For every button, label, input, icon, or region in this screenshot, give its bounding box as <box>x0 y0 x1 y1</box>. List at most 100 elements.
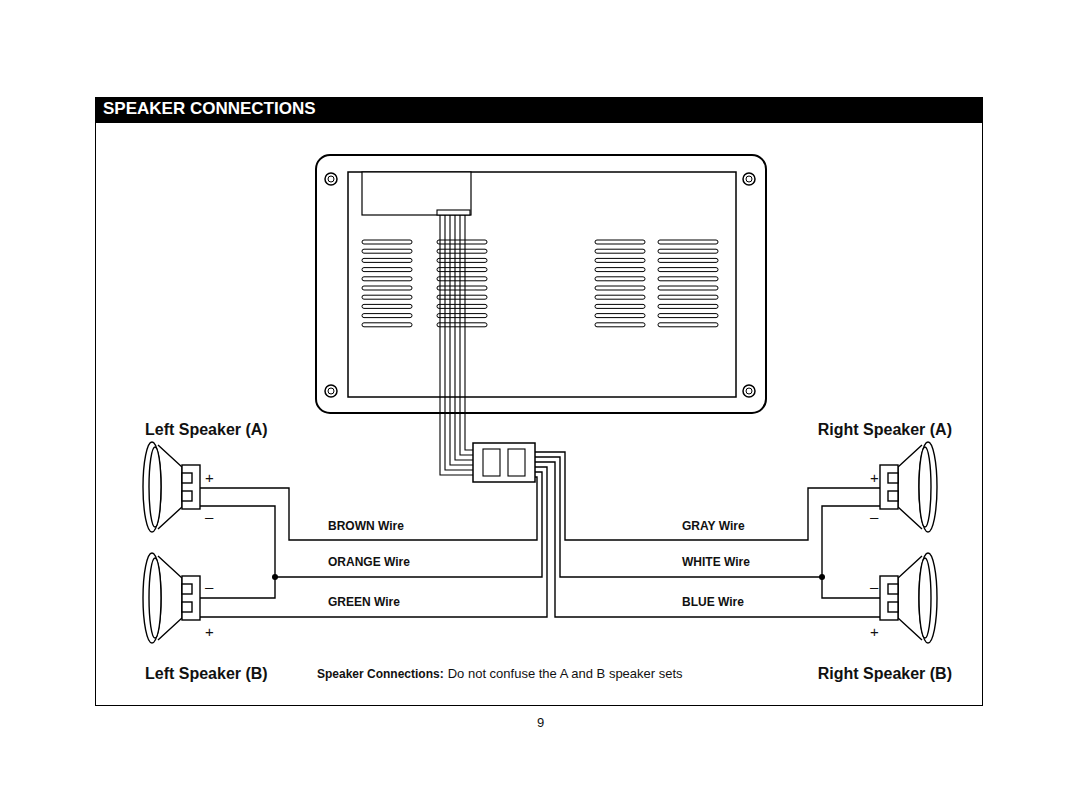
speaker-label: Left Speaker (B) <box>145 665 268 683</box>
speaker-cone <box>919 447 931 527</box>
note-text: Do not confuse the A and B speaker sets <box>448 667 683 682</box>
unit-housing <box>316 155 766 413</box>
speaker-label: Right Speaker (B) <box>818 665 952 683</box>
speaker-wire <box>200 506 275 598</box>
polarity-sign: + <box>205 623 214 640</box>
wire-color: BLUE Wire <box>682 596 744 610</box>
speaker-wire <box>200 467 547 617</box>
vent-slot <box>658 323 718 327</box>
speaker-frame <box>143 442 161 532</box>
screw <box>328 176 334 182</box>
screw <box>746 388 752 394</box>
vent-slot <box>595 286 645 290</box>
vent-slot <box>362 249 412 253</box>
wire-harness <box>200 210 880 617</box>
screw <box>325 385 337 397</box>
junction-dot <box>272 574 278 580</box>
socket <box>362 172 471 215</box>
speaker-magnet <box>182 465 200 509</box>
vent-slot <box>595 304 645 308</box>
speaker-symbol <box>880 553 937 643</box>
vent-slot <box>658 314 718 318</box>
screw <box>328 388 334 394</box>
speaker-magnet <box>888 602 898 612</box>
speaker-cone <box>919 558 931 638</box>
screw <box>743 385 755 397</box>
vent-slot <box>658 304 718 308</box>
speaker-wire <box>200 477 537 540</box>
wire-color: BROWN Wire <box>328 520 404 534</box>
speaker-magnet <box>880 465 898 509</box>
speaker-frame <box>919 553 937 643</box>
vent-slot <box>362 268 412 272</box>
vent-slot <box>658 286 718 290</box>
plug <box>473 443 535 482</box>
speaker-wire <box>535 462 880 617</box>
speaker-wire <box>535 452 880 540</box>
vent-slot <box>595 323 645 327</box>
speaker-magnet <box>182 602 192 612</box>
vent-slot <box>658 268 718 272</box>
vent-slot <box>595 314 645 318</box>
screw <box>743 173 755 185</box>
speaker-magnet <box>182 576 200 620</box>
speaker-wire <box>535 457 822 577</box>
note-heading: Speaker Connections: <box>317 668 444 682</box>
plug <box>508 449 525 476</box>
speaker-magnet <box>880 576 898 620</box>
vent-slot <box>658 295 718 299</box>
vent-slot <box>362 240 412 244</box>
vent-slot <box>595 277 645 281</box>
speaker-magnet <box>182 491 192 501</box>
vent-slot <box>362 295 412 299</box>
harness-wire <box>450 215 473 465</box>
wire-color: GRAY Wire <box>682 520 745 534</box>
vent-slot <box>595 240 645 244</box>
screw <box>325 173 337 185</box>
vent-slot <box>362 277 412 281</box>
vent-slot <box>658 240 718 244</box>
speaker-wire <box>822 506 880 598</box>
speaker-name: Right Speaker (A) <box>818 421 952 438</box>
harness-wire <box>455 215 473 460</box>
vent-slot <box>362 314 412 318</box>
harness-wire <box>440 215 473 475</box>
harness-wire <box>465 215 473 450</box>
harness-connector <box>437 210 470 215</box>
polarity-sign: – <box>870 578 878 595</box>
speaker-name: Left Speaker (B) <box>145 665 268 682</box>
title-band <box>95 97 983 122</box>
vent-slot <box>595 295 645 299</box>
speaker-magnet <box>182 584 192 594</box>
rear-panel <box>348 172 736 397</box>
vent-slot <box>362 258 412 262</box>
vent-slot <box>362 323 412 327</box>
vent-slot <box>595 249 645 253</box>
speaker-cone <box>149 558 161 638</box>
polarity-sign: + <box>205 469 214 486</box>
polarity-sign: – <box>205 578 213 595</box>
vent-slot <box>362 286 412 290</box>
speaker-name: Right Speaker (B) <box>818 665 952 682</box>
screw <box>746 176 752 182</box>
speaker-wire <box>275 472 542 577</box>
speaker-magnet <box>888 491 898 501</box>
speaker-symbol <box>143 442 200 532</box>
frame <box>96 123 983 706</box>
speaker-symbol <box>880 442 937 532</box>
vent-slot <box>658 249 718 253</box>
speaker-magnet <box>888 473 898 483</box>
speaker-name: Left Speaker (A) <box>145 421 268 438</box>
vent-slot <box>658 258 718 262</box>
speaker-label: Right Speaker (A) <box>818 421 952 439</box>
plug <box>483 449 500 476</box>
speaker-frame <box>919 442 937 532</box>
speaker-cone <box>149 447 161 527</box>
wire-color: GREEN Wire <box>328 596 400 610</box>
speaker-symbol <box>143 553 200 643</box>
vent-slot <box>658 277 718 281</box>
speaker-label: Left Speaker (A) <box>145 421 268 439</box>
vent-slot <box>595 258 645 262</box>
